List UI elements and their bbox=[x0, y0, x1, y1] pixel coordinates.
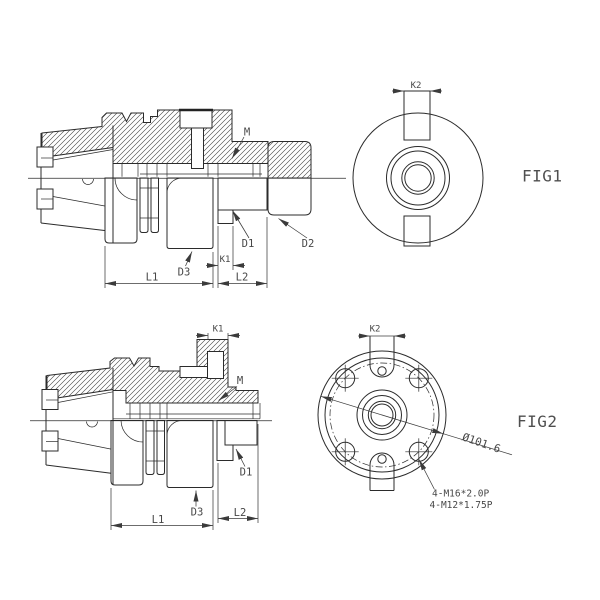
fig1-label-d1: D1 bbox=[242, 238, 255, 250]
fig1-bore-circle bbox=[401, 161, 435, 195]
fig1-screw-shaft bbox=[191, 127, 204, 169]
fig2-d3-cylinder bbox=[166, 420, 214, 488]
fig1-label-k2: K2 bbox=[411, 81, 422, 91]
fig2-title: FIG2 bbox=[517, 412, 558, 431]
fig1-leader-d2 bbox=[278, 218, 308, 239]
fig2-screw-socket bbox=[207, 351, 224, 379]
fig1-screw-socket bbox=[179, 110, 213, 129]
fig2-label-l2: L2 bbox=[234, 507, 247, 519]
fig2-thread-note-line1: 4-M16*2.0P bbox=[432, 489, 489, 500]
fig2-dimensions: K1 M D1 D3 L1 L2 bbox=[110, 325, 259, 530]
fig2-label-m: M bbox=[237, 375, 243, 387]
fig2-shank-notch-bottom bbox=[41, 430, 59, 452]
fig2-thread-note-line2: 4-M12*1.75P bbox=[430, 500, 493, 511]
fig1-shank-notch-top bbox=[36, 146, 54, 168]
fig1-keyway-bottom bbox=[403, 215, 431, 247]
fig1-outer-circle bbox=[352, 112, 484, 244]
fig2-side-view bbox=[41, 339, 261, 488]
fig1-d2-collar-top bbox=[267, 141, 312, 179]
fig2-diameter-dimension-line bbox=[320, 395, 444, 435]
fig1-side-view bbox=[36, 108, 312, 249]
fig2-end-view: K2 Ø101.6 4-M16*2.0P 4-M12*1.75P bbox=[317, 325, 513, 511]
fig2-shank-notch-top bbox=[41, 389, 59, 410]
fig1-label-m: M bbox=[244, 127, 250, 139]
fig2-label-d3: D3 bbox=[191, 507, 204, 519]
fig1-label-l2: L2 bbox=[236, 272, 249, 284]
fig2-label-d1: D1 bbox=[240, 467, 253, 479]
fig2-leader-m bbox=[218, 386, 238, 401]
fig1-title: FIG1 bbox=[522, 167, 563, 186]
fig2-label-k2: K2 bbox=[370, 325, 381, 335]
fig2-keyway-top bbox=[369, 336, 395, 378]
fig1-end-view: K2 bbox=[352, 81, 484, 247]
fig1-d1-cylinder bbox=[217, 177, 268, 211]
fig1-dimensions: M D1 D2 D3 K1 L1 L2 bbox=[104, 127, 315, 288]
fig2-screw-shaft bbox=[179, 366, 208, 378]
fig1-d3-cylinder bbox=[166, 177, 214, 249]
fig1-label-k1: K1 bbox=[220, 255, 231, 265]
fig2-thread-note-leader bbox=[418, 459, 435, 490]
fig2-d1-cylinder bbox=[224, 420, 258, 446]
fig2-tapped-holes bbox=[331, 364, 433, 466]
fig1-keyway-top bbox=[403, 90, 431, 141]
fig1-leader-d3 bbox=[185, 251, 193, 267]
fig1-label-l1: L1 bbox=[146, 272, 159, 284]
fig2-body-section bbox=[46, 339, 259, 404]
fig2-label-bolt-circle-diameter: Ø101.6 bbox=[461, 431, 503, 456]
fig1-label-d2: D2 bbox=[302, 238, 315, 250]
fig2-outer-circle bbox=[317, 350, 447, 480]
fig1-leader-m bbox=[231, 136, 245, 159]
fig2-label-k1: K1 bbox=[213, 325, 224, 335]
fig2-flange bbox=[110, 420, 144, 486]
fig2-label-l1: L1 bbox=[152, 514, 165, 526]
fig2-leader-d1 bbox=[235, 448, 246, 467]
fig1-leader-d1 bbox=[232, 210, 250, 239]
fig2-keyway-bottom bbox=[369, 452, 395, 491]
fig1-d2-collar-bottom bbox=[267, 177, 312, 216]
fig1-label-d3: D3 bbox=[178, 267, 191, 279]
fig1-flange bbox=[104, 177, 138, 244]
